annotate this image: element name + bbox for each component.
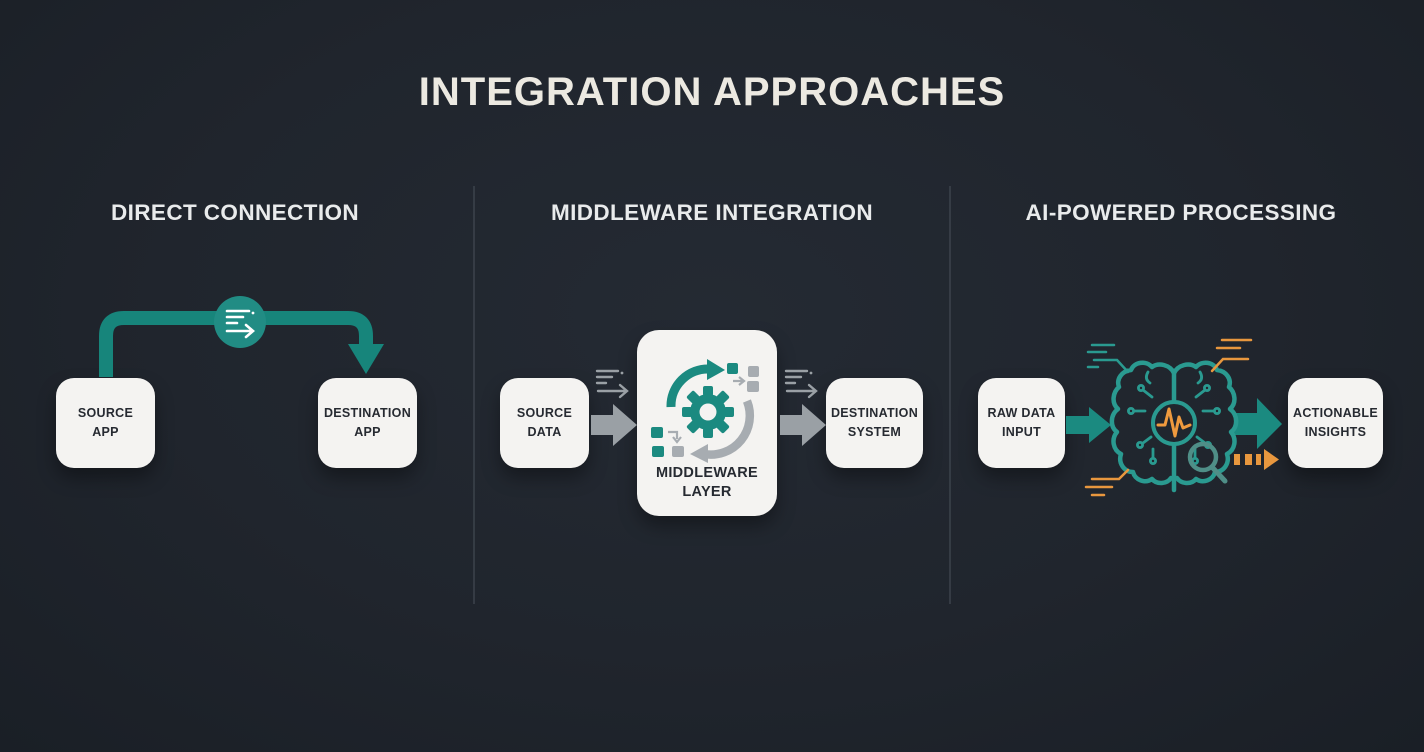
- raw-data-label-line1: RAW DATA: [987, 406, 1056, 421]
- source-app-node: SOURCE APP: [56, 378, 155, 468]
- page-title: INTEGRATION APPROACHES: [418, 70, 1006, 114]
- flow-arrow-source-to-middleware: [591, 404, 637, 446]
- circuit-lines-teal: [1086, 343, 1130, 374]
- source-app-label-line1: SOURCE: [77, 406, 134, 421]
- destination-system-label-line2: SYSTEM: [847, 425, 902, 439]
- source-data-node: SOURCE DATA: [500, 378, 589, 468]
- heading-direct-connection: DIRECT CONNECTION: [110, 200, 360, 225]
- raw-data-label-line2: INPUT: [1002, 425, 1041, 439]
- data-transfer-icon: [225, 309, 255, 339]
- flow-arrow-brain-to-insights: [1234, 398, 1282, 449]
- dashed-arrow-orange: [1234, 449, 1279, 470]
- middleware-label-line1: MIDDLEWARE: [655, 464, 759, 481]
- pulse-icon: [1156, 407, 1192, 438]
- data-transfer-badge: [214, 296, 266, 348]
- heading-middleware-integration: MIDDLEWARE INTEGRATION: [550, 200, 874, 225]
- flow-arrow-input-to-brain: [1066, 407, 1111, 443]
- actionable-label-line2: INSIGHTS: [1304, 425, 1367, 439]
- destination-app-node: DESTINATION APP: [318, 378, 417, 468]
- brain-icon: [1109, 360, 1239, 493]
- source-data-label-line1: SOURCE: [516, 406, 573, 421]
- middleware-label-line2: LAYER: [682, 484, 732, 501]
- magnifier-icon: [1187, 441, 1228, 484]
- destination-system-label-line1: DESTINATION: [830, 406, 919, 421]
- heading-ai-powered-processing: AI-POWERED PROCESSING: [1025, 200, 1337, 225]
- actionable-label-line1: ACTIONABLE: [1293, 406, 1378, 421]
- middleware-layer-node: MIDDLEWARE LAYER: [637, 330, 777, 516]
- list-arrow-icon-right: [784, 369, 818, 399]
- destination-system-node: DESTINATION SYSTEM: [826, 378, 923, 468]
- source-data-label-line2: DATA: [527, 425, 562, 439]
- circuit-lines-orange-top: [1210, 338, 1253, 373]
- raw-data-input-node: RAW DATA INPUT: [978, 378, 1065, 468]
- actionable-insights-node: ACTIONABLE INSIGHTS: [1288, 378, 1383, 468]
- list-arrow-icon-left: [595, 369, 629, 399]
- circuit-lines-orange-bottom: [1084, 468, 1130, 497]
- direct-connection-pipe: [99, 296, 384, 377]
- pulse-badge: [1151, 400, 1197, 446]
- flow-arrow-middleware-to-destination: [780, 404, 826, 446]
- destination-app-label-line2: APP: [354, 425, 381, 439]
- destination-app-label-line1: DESTINATION: [323, 406, 412, 421]
- ai-processing-graphics: [1066, 338, 1282, 497]
- source-app-label-line2: APP: [92, 425, 119, 439]
